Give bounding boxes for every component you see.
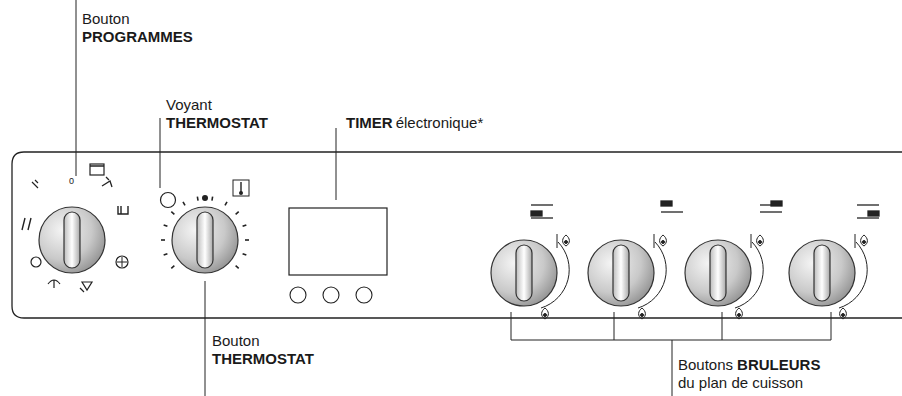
thermostat-light [161,193,176,208]
timer-display [289,208,387,303]
dial-mark: 0 [69,176,74,186]
callout-label: THERMOSTAT [166,114,268,132]
burner-symbols [531,201,879,218]
callout-label: Bouton [212,332,260,350]
thermostat-knob [161,180,249,273]
callout-label: électronique* [396,114,484,132]
panel-outline [12,152,902,318]
callout-label: Voyant [166,96,212,114]
callout-label: TIMER [346,114,393,132]
callout-label: Boutons [678,356,733,374]
callout-label: PROGRAMMES [82,28,193,46]
burner-flame-marks [541,234,867,319]
callout-label: du plan de cuisson [678,374,803,392]
program-knob [22,164,128,292]
callout-label: Bouton [82,10,130,28]
callout-label: BRULEURS [737,356,820,374]
burner-knobs [491,240,855,306]
leader-lines [76,0,831,396]
callout-label: THERMOSTAT [212,350,314,368]
